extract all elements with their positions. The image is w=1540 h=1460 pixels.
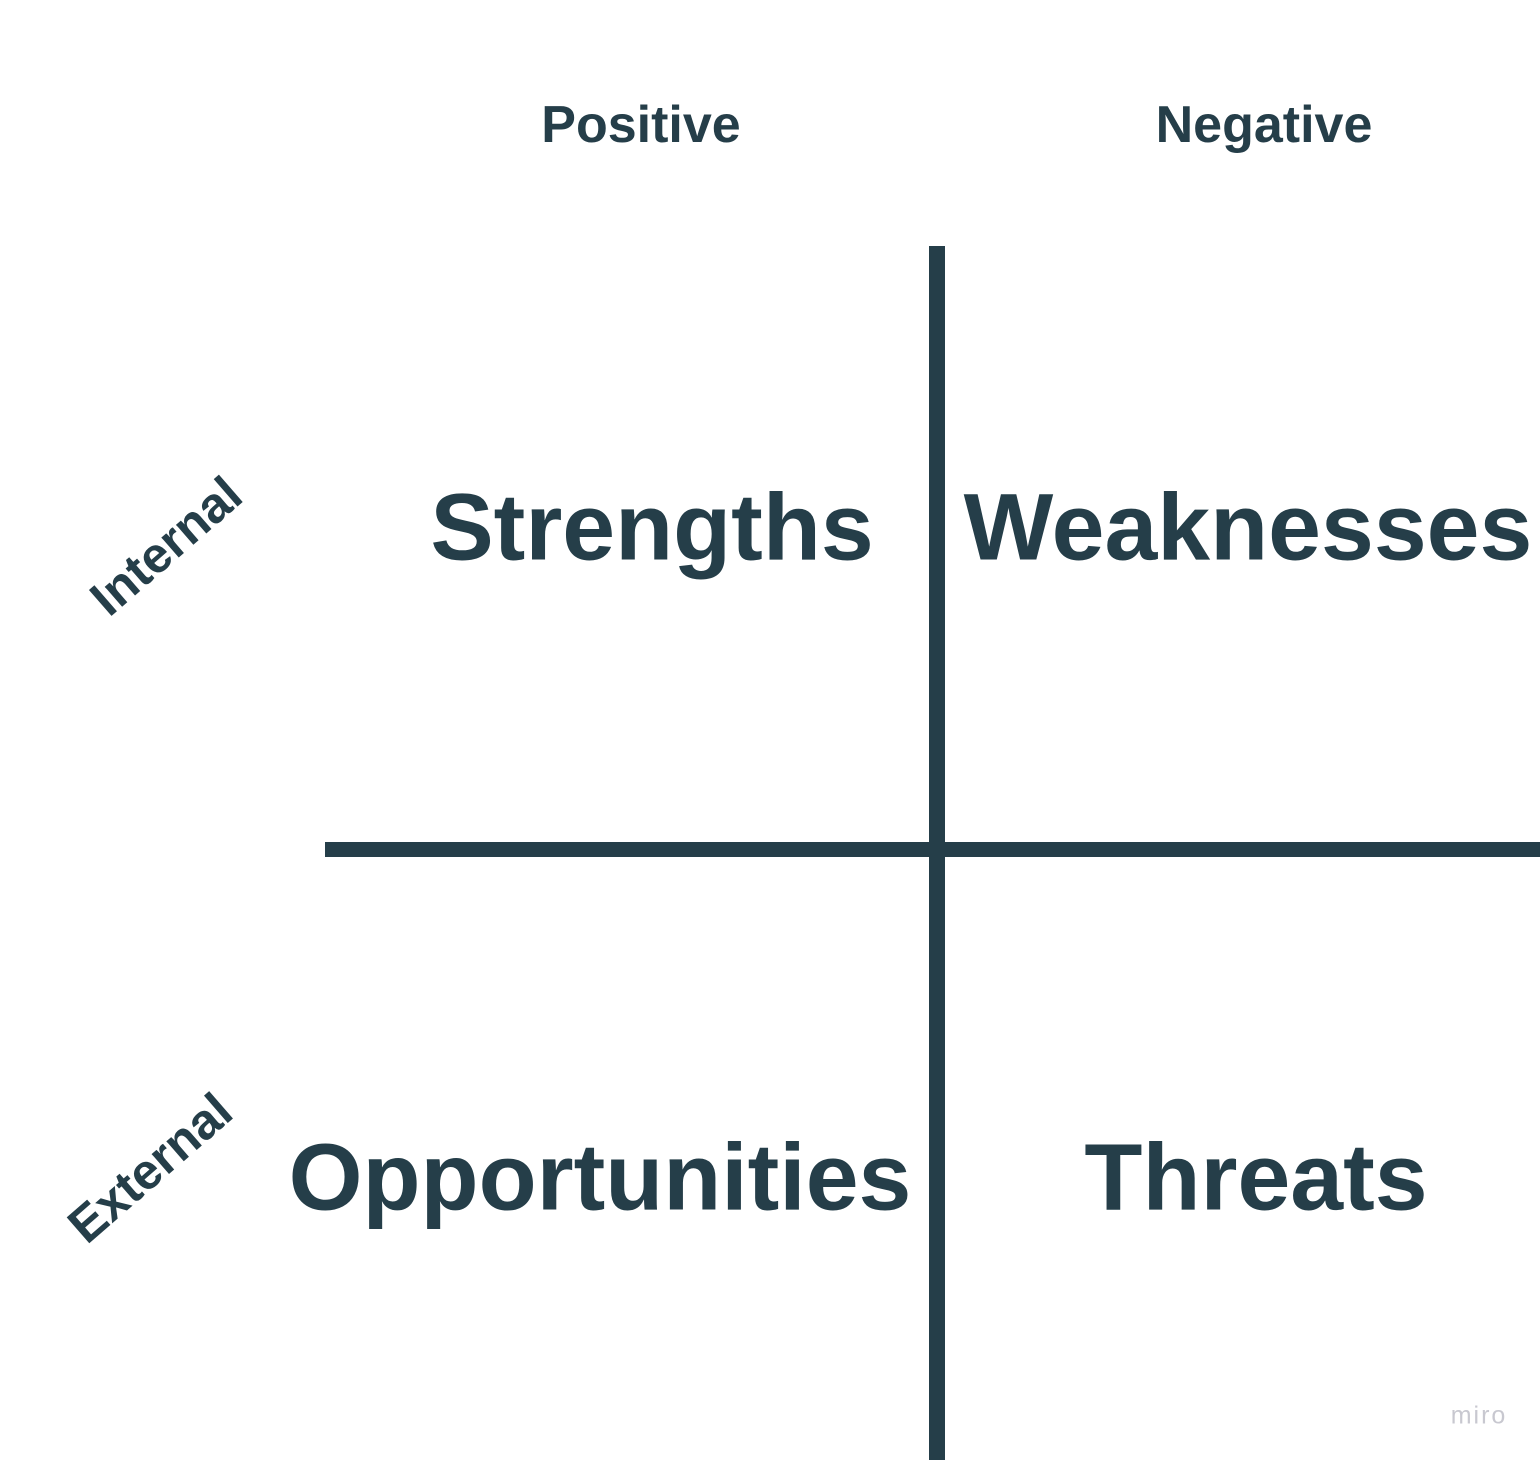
quadrant-title-weaknesses: Weaknesses bbox=[963, 474, 1533, 581]
column-label-negative: Negative bbox=[1155, 96, 1373, 154]
column-label-positive: Positive bbox=[541, 96, 741, 154]
quadrant-title-threats: Threats bbox=[1084, 1124, 1428, 1231]
quadrant-title-strengths: Strengths bbox=[430, 474, 874, 581]
quadrant-title-opportunities: Opportunities bbox=[288, 1124, 912, 1231]
row-label-internal: Internal bbox=[79, 465, 253, 627]
row-label-external: External bbox=[57, 1082, 243, 1254]
horizontal-axis-line bbox=[325, 842, 1540, 857]
miro-watermark: miro bbox=[1450, 1401, 1508, 1430]
